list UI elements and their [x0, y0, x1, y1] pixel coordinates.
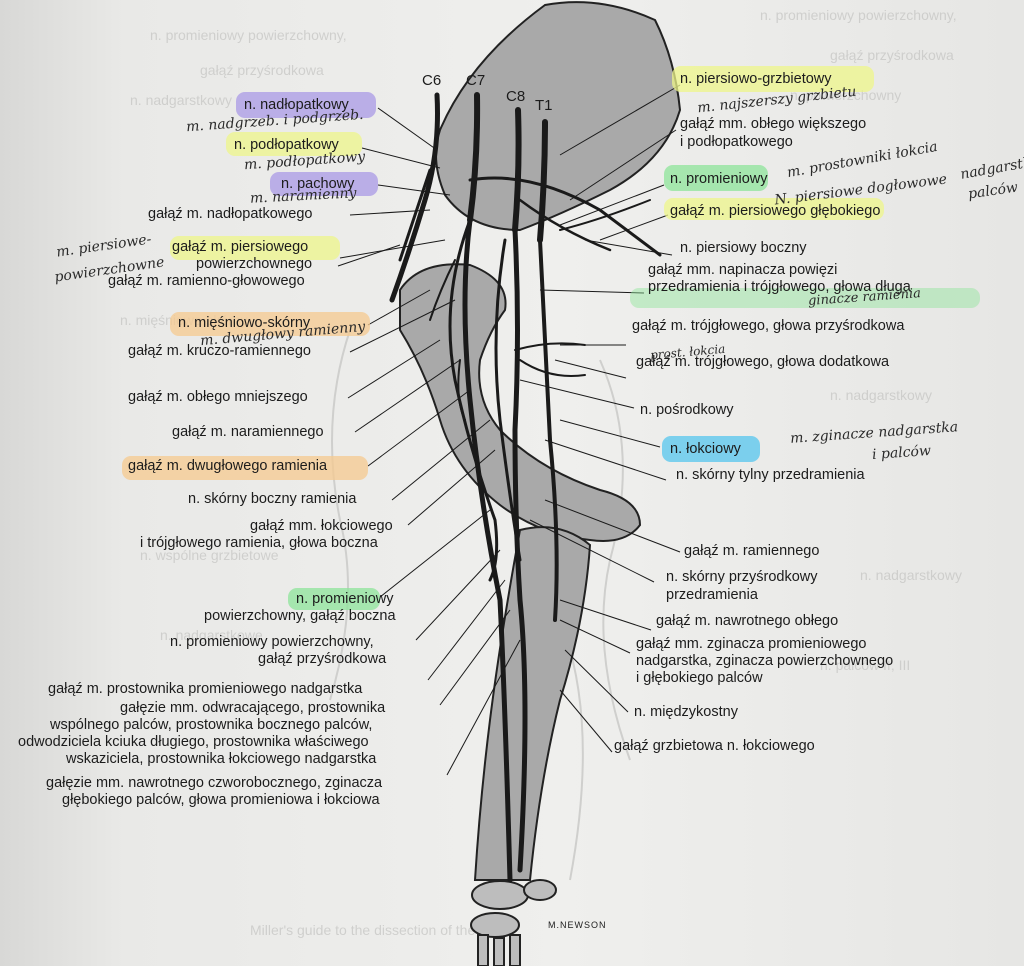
- label-n-nadlopatkowy: n. nadłopatkowy: [244, 97, 349, 113]
- label-galezie-nawrotnego-2: głębokiego palców, głowa promieniowa i ł…: [62, 792, 380, 808]
- highlight-podlopatkowy: [226, 132, 362, 156]
- label-przedramienia: przedramienia: [666, 587, 758, 603]
- highlight-lokciowy: [662, 436, 760, 462]
- highlight-pachowy: [270, 172, 378, 196]
- label-galaz-oblego-mniejszego: gałąź m. obłego mniejszego: [128, 389, 308, 405]
- label-galaz-dwuglowego: gałąź m. dwugłowego ramienia: [128, 458, 328, 474]
- label-n-miesniowo-skorny: n. mięśniowo-skórny: [178, 315, 311, 331]
- leader-lines: [337, 84, 681, 776]
- label-galaz-nawrotnego-oblego: gałąź m. nawrotnego obłego: [656, 613, 839, 629]
- label-powierzchowny-boczna: powierzchowny, gałąź boczna: [204, 608, 396, 624]
- label-n-miedzykostny: n. międzykostny: [634, 704, 738, 720]
- svg-text:gałąź przyśrodkowa: gałąź przyśrodkowa: [830, 47, 954, 63]
- artist-signature: M.NEWSON: [548, 920, 607, 930]
- label-n-skorny-przysrodkowy: n. skórny przyśrodkowy: [666, 569, 818, 585]
- root-c6: C6: [422, 72, 442, 89]
- label-galezie-odwracajacego-1: gałęzie mm. odwracającego, prostownika: [120, 700, 386, 716]
- label-n-promieniowy-right: n. promieniowy: [670, 171, 768, 187]
- label-n-lokciowy: n. łokciowy: [670, 441, 741, 457]
- svg-text:n. nadgarstkowy: n. nadgarstkowy: [130, 92, 232, 108]
- svg-text:Miller's guide to the dissecti: Miller's guide to the dissection of the …: [250, 922, 503, 938]
- nerves: [389, 92, 662, 883]
- highlight-dwuglowego: [122, 456, 368, 480]
- label-trojglowego-boczna: i trójgłowego ramienia, głowa boczna: [140, 535, 378, 551]
- label-n-piersiowo-grzbietowy: n. piersiowo-grzbietowy: [680, 71, 832, 87]
- radius-ulna: [473, 526, 592, 881]
- label-galaz-prostownika-promieniowego: gałąź m. prostownika promieniowego nadga…: [48, 681, 363, 697]
- label-n-promieniowy-left: n. promieniowy: [296, 591, 394, 607]
- paw-bones: [470, 879, 557, 966]
- label-galaz-zginacza-1: gałąź mm. zginacza promieniowego: [636, 636, 867, 652]
- label-n-posrodkowy: n. pośrodkowy: [640, 402, 734, 418]
- label-galezie-odwracajacego-3: odwodziciela kciuka długiego, prostownik…: [18, 734, 369, 750]
- label-galaz-zginacza-3: i głębokiego palców: [636, 670, 763, 686]
- label-galezie-odwracajacego-4: wskaziciela, prostownika łokciowego nadg…: [66, 751, 377, 767]
- label-galaz-kruczo-ramiennego: gałąź m. kruczo-ramiennego: [128, 343, 311, 359]
- label-galaz-oblego-wiekszego: gałąź mm. obłego większego: [680, 116, 867, 132]
- label-galaz-nadlopatkowego: gałąź m. nadłopatkowego: [148, 206, 313, 222]
- svg-text:n. palców II, III: n. palców II, III: [820, 657, 910, 673]
- label-galezie-nawrotnego-1: gałęzie mm. nawrotnego czworobocznego, z…: [46, 775, 383, 791]
- label-n-podlopatkowy: n. podłopatkowy: [234, 137, 339, 153]
- humerus: [399, 263, 642, 542]
- label-n-pachowy: n. pachowy: [281, 176, 355, 192]
- svg-text:n. nadgarstkowy: n. nadgarstkowy: [860, 567, 962, 583]
- label-n-piersiowy-boczny: n. piersiowy boczny: [680, 240, 807, 256]
- svg-text:n. wspólne grzbietowe: n. wspólne grzbietowe: [140, 547, 279, 563]
- svg-text:n. promieniowy powierzchowny,: n. promieniowy powierzchowny,: [150, 27, 347, 43]
- label-n-skorny-boczny: n. skórny boczny ramienia: [188, 491, 357, 507]
- highlight-promieniowy-left: [288, 588, 380, 610]
- highlight-piersiowego-glebokiego: [664, 198, 884, 220]
- root-c7: C7: [466, 72, 486, 89]
- highlight-piersiowego: [170, 236, 340, 260]
- label-galaz-naramiennego: gałąź m. naramiennego: [172, 424, 324, 440]
- label-trojglowego-przysrodkowa: gałąź m. trójgłowego, głowa przyśrodkowa: [632, 318, 905, 334]
- label-galezie-odwracajacego-2: wspólnego palców, prostownika bocznego p…: [50, 717, 373, 733]
- highlight-trojglowego-dodatkowa: [630, 288, 980, 308]
- root-t1: T1: [535, 97, 553, 114]
- label-i-podlopatkowego: i podłopatkowego: [680, 134, 793, 150]
- scapula: [435, 1, 682, 232]
- label-galaz-lokciowego: gałąź mm. łokciowego: [250, 518, 393, 534]
- label-galaz-piersiowego: gałąź m. piersiowego: [172, 239, 309, 255]
- label-galaz-przysrodkowa: gałąź przyśrodkowa: [258, 651, 387, 667]
- label-galaz-ramiennego: gałąź m. ramiennego: [684, 543, 820, 559]
- svg-text:gałąź przyśrodkowa: gałąź przyśrodkowa: [200, 62, 324, 78]
- label-przedramienia-trojglowego: przedramienia i trójgłowego, głowa długa: [648, 279, 911, 295]
- label-galaz-napinacza: gałąź mm. napinacza powięzi: [648, 262, 838, 278]
- label-promieniowy-powierzchowny: n. promieniowy powierzchowny,: [170, 634, 374, 650]
- label-powierzchownego: powierzchownego: [196, 256, 313, 272]
- svg-text:n. promieniowy powierzchowny,: n. promieniowy powierzchowny,: [760, 7, 957, 23]
- label-galaz-grzbietowa: gałąź grzbietowa n. łokciowego: [614, 738, 815, 754]
- highlight-nadlopatkowy: [236, 92, 376, 118]
- label-n-skorny-tylny: n. skórny tylny przedramienia: [676, 467, 865, 483]
- root-c8: C8: [506, 88, 526, 105]
- label-trojglowego-dodatkowa: gałąź m. trójgłowego, głowa dodatkowa: [636, 354, 890, 370]
- label-galaz-zginacza-2: nadgarstka, zginacza powierzchownego: [636, 653, 894, 669]
- highlight-promieniowy-right: [664, 165, 768, 191]
- svg-text:n. nadgarstkowy: n. nadgarstkowy: [830, 387, 932, 403]
- label-galaz-piersiowego-glebokiego: gałąź m. piersiowego głębokiego: [670, 203, 881, 219]
- highlight-miesniowo-skorny: [170, 312, 370, 336]
- highlight-piersiowo-grzbietowy: [672, 66, 874, 92]
- svg-text:n. nadgarstkowe: n. nadgarstkowe: [160, 627, 263, 643]
- label-galaz-ramienno-glowowego: gałąź m. ramienno-głowowego: [108, 273, 305, 289]
